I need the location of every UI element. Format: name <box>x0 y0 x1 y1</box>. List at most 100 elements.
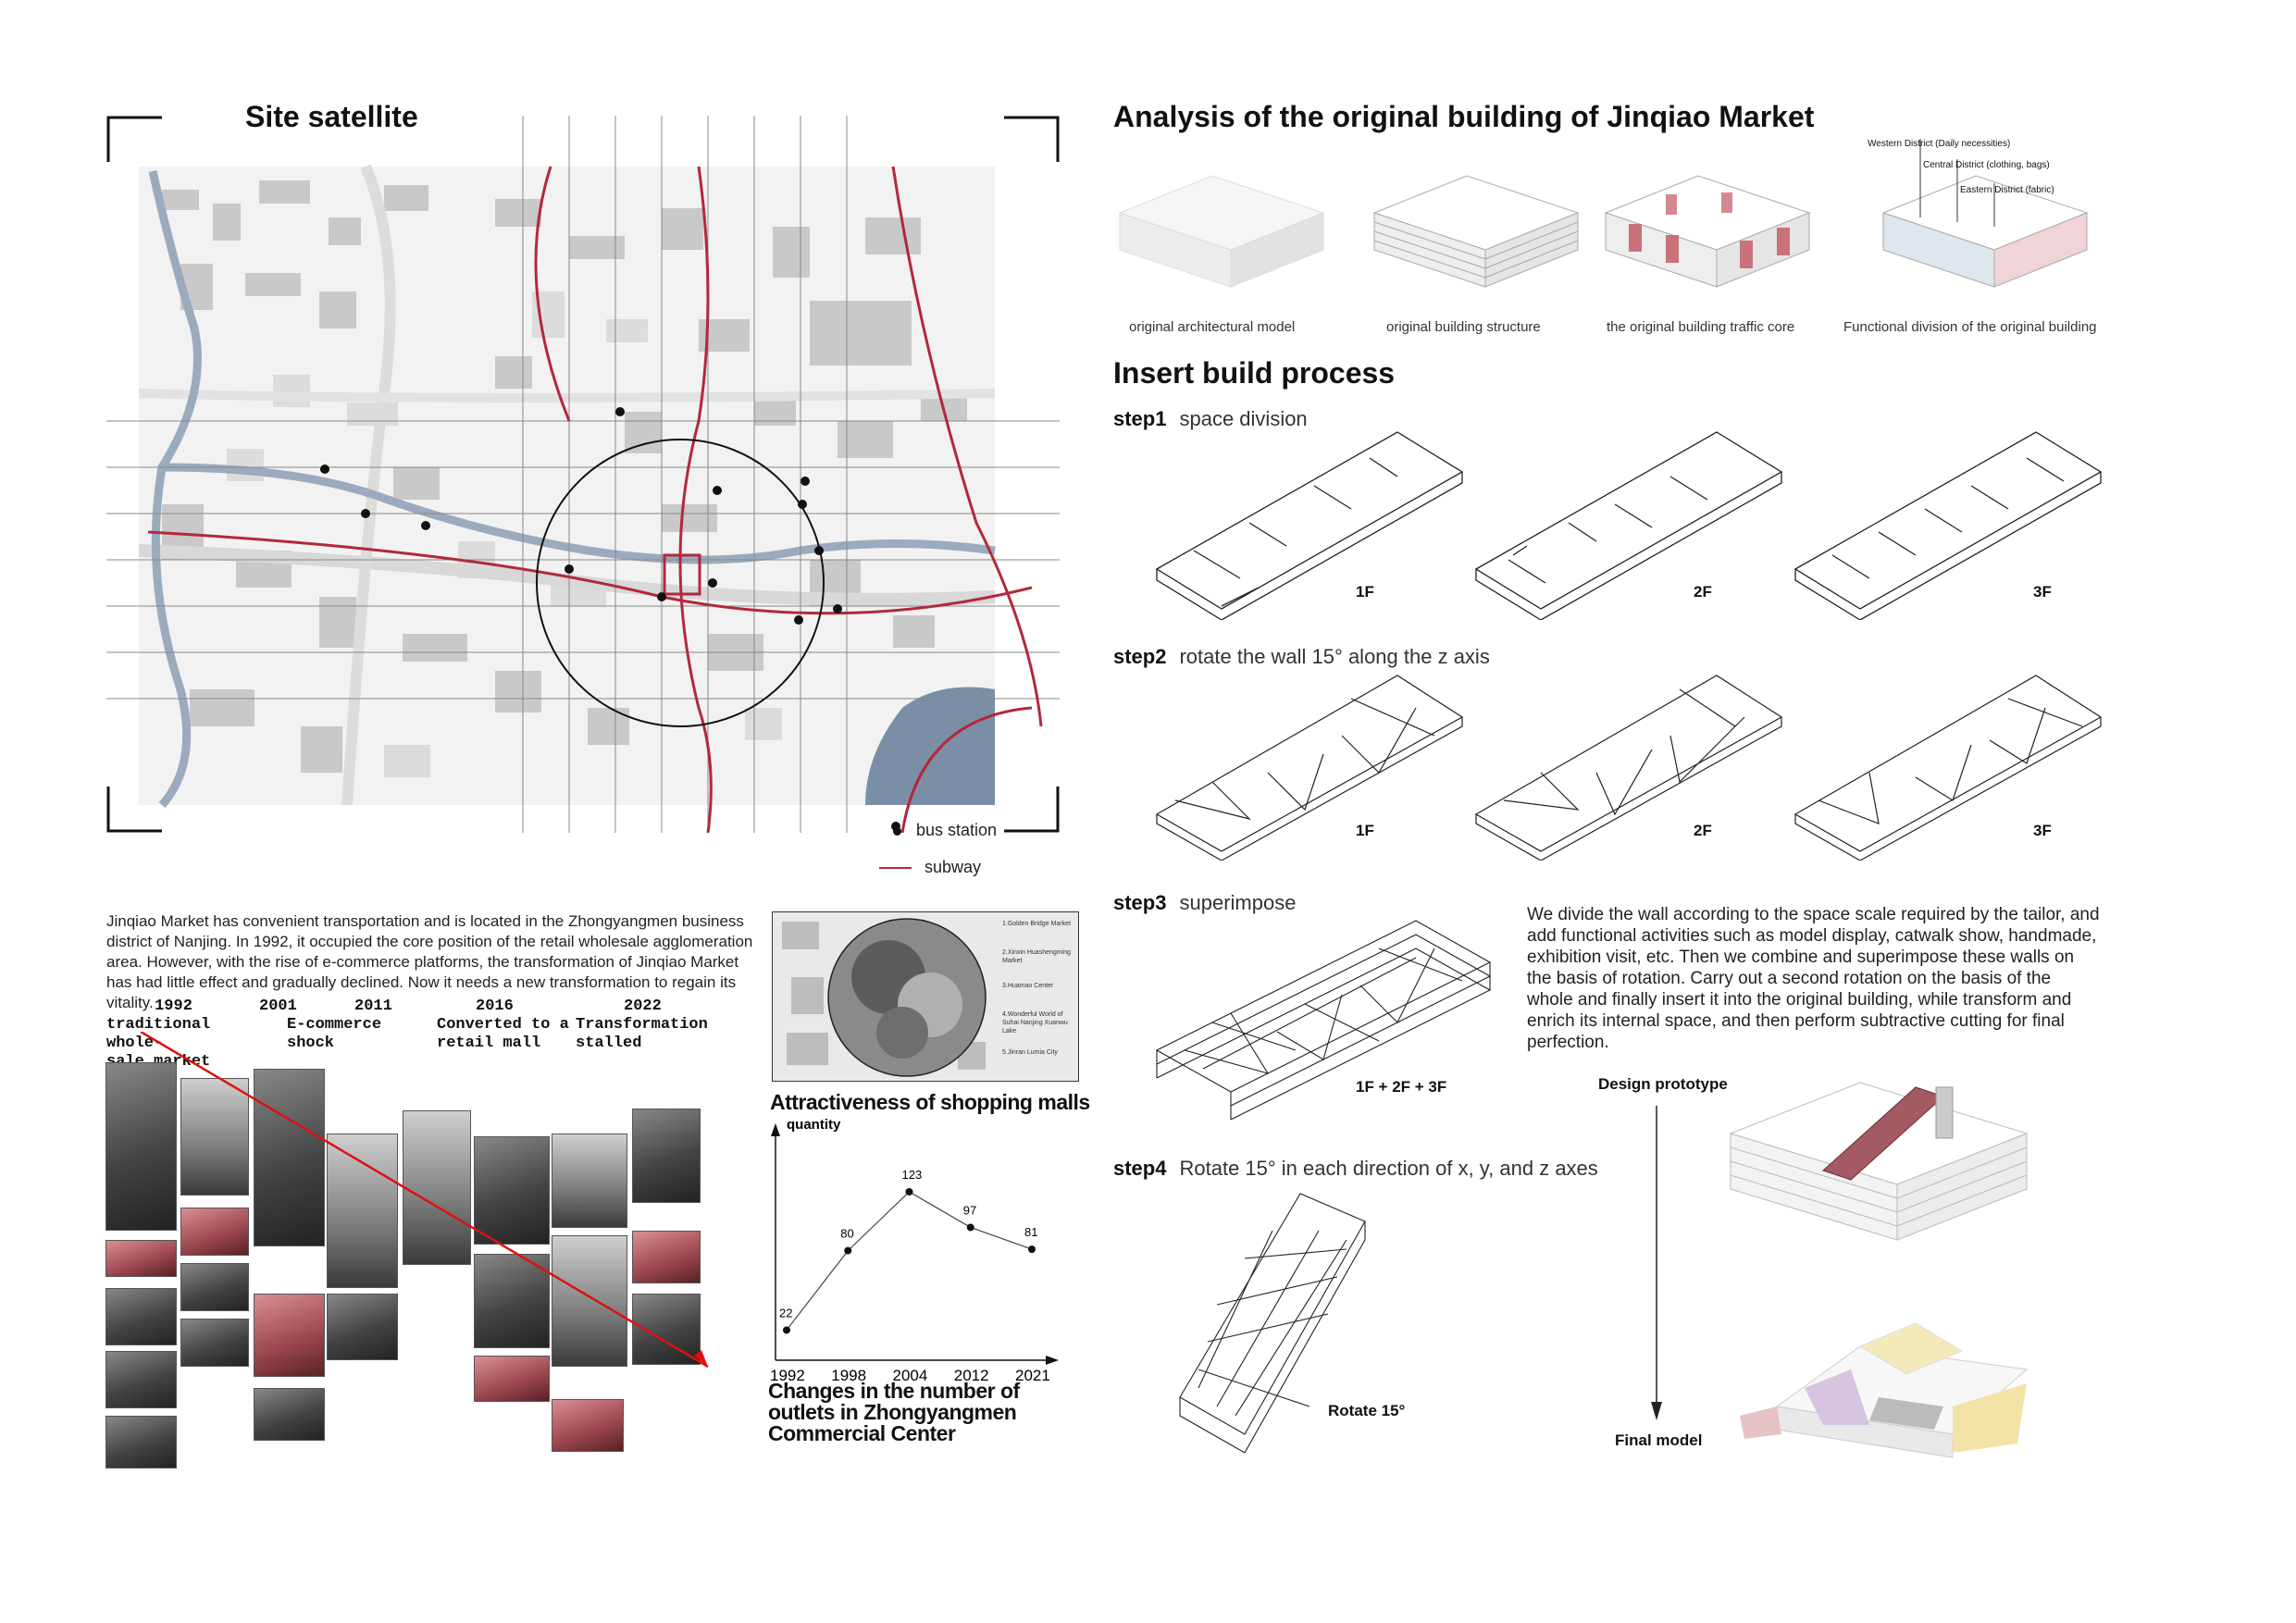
outlets-chart: quantity 22 1992 80 1998 123 2004 97 2012 81 2021 <box>759 1117 1064 1386</box>
data-label: 97 <box>963 1203 976 1217</box>
design-prototype-model <box>1729 1082 2029 1241</box>
chart-caption: Changes in the number of outlets in Zhon… <box>768 1379 1020 1445</box>
step2-2f <box>1474 675 1783 861</box>
timeline-1992: 1992 traditional whole- sale market <box>106 997 211 1071</box>
photo-9 <box>254 1388 325 1441</box>
timeline-2001: 2001 <box>259 997 297 1015</box>
step2-floor-2f: 2F <box>1694 822 1712 839</box>
data-point <box>1028 1245 1036 1254</box>
analysis-title: Analysis of the original building of Jin… <box>1113 100 1815 133</box>
photo-1992-market <box>105 1062 177 1231</box>
photo-7 <box>180 1319 249 1367</box>
photo-3 <box>105 1351 177 1408</box>
photo-4 <box>105 1416 177 1468</box>
legend-subway: subway <box>879 858 981 877</box>
data-label: 22 <box>779 1306 792 1319</box>
bus-dot-icon <box>893 826 901 836</box>
step1-2f <box>1474 431 1783 620</box>
attract-legend: 1.Golden Bridge Market 2.Xinxin Huasheng… <box>1002 921 1071 1056</box>
site-map <box>106 116 1060 834</box>
photo-10 <box>327 1134 398 1288</box>
analysis-models <box>1118 139 2089 288</box>
x-tick-label: 1998 <box>831 1367 866 1384</box>
district-label-west: Western District (Daily necessities) <box>1868 139 2011 149</box>
caption-function: Functional division of the original buil… <box>1843 319 2097 335</box>
x-tick-label: 2012 <box>954 1367 989 1384</box>
traffic-core-block <box>1604 175 1811 288</box>
timeline-arrow <box>140 1032 709 1369</box>
photo-red-6 <box>632 1231 701 1283</box>
structure-block <box>1372 175 1580 288</box>
photo-6 <box>180 1263 249 1311</box>
step4-rotate-label: Rotate 15° <box>1328 1402 1406 1419</box>
subway-line-icon <box>879 867 912 870</box>
photo-14 <box>474 1254 550 1348</box>
step3-superimposed <box>1155 920 1492 1121</box>
site-title: Site satellite <box>245 100 418 133</box>
final-model-render <box>1740 1322 2029 1458</box>
photo-2 <box>105 1288 177 1345</box>
series-line <box>786 1191 1033 1331</box>
step1-3f <box>1793 431 2103 620</box>
step2-floorplans <box>1155 675 2103 861</box>
step1-floor-3f: 3F <box>2033 583 2052 601</box>
timeline-2001-label: E-commerce shock <box>287 1016 382 1052</box>
caption-original-model: original architectural model <box>1129 319 1296 335</box>
step2-floor-1f: 1F <box>1356 822 1374 839</box>
design-prototype-label: Design prototype <box>1598 1075 1728 1093</box>
x-tick-label: 1992 <box>770 1367 805 1384</box>
process-title: Insert build process <box>1113 356 1396 390</box>
data-point <box>783 1326 790 1334</box>
x-tick-label: 2004 <box>893 1367 928 1384</box>
step2-floor-3f: 3F <box>2033 822 2052 839</box>
attractiveness-map: 1.Golden Bridge Market 2.Xinxin Huasheng… <box>772 911 1079 1082</box>
x-axis-arrow <box>1046 1356 1059 1365</box>
intro-text: Jinqiao Market has convenient transporta… <box>106 912 753 1011</box>
photo-8 <box>254 1069 325 1246</box>
photo-15 <box>552 1134 627 1228</box>
timeline-2022: 2022 Transformation stalled <box>576 997 708 1052</box>
photo-17 <box>632 1109 701 1203</box>
photo-16 <box>552 1235 627 1367</box>
step1-floor-1f: 1F <box>1356 583 1374 601</box>
attractiveness-title: Attractiveness of shopping malls <box>770 1090 1090 1114</box>
function-division-block <box>1881 139 2089 288</box>
outlets-chart-svg: quantity 22 1992 80 1998 123 2004 97 2012 81 2021 <box>770 1117 1059 1384</box>
legend-bus: bus station <box>893 821 997 840</box>
final-model-label: Final model <box>1615 1431 1703 1449</box>
photo-red-1 <box>105 1240 177 1277</box>
step1-1f <box>1155 431 1464 620</box>
district-label-central: Central District (clothing, bags) <box>1923 160 2050 170</box>
data-point <box>966 1223 974 1232</box>
photo-red-4 <box>474 1356 550 1402</box>
district-label-east: Eastern District (fabric) <box>1960 185 2054 195</box>
step2-1f <box>1155 675 1464 861</box>
photo-13 <box>474 1136 550 1245</box>
prototype-arrow <box>1651 1106 1662 1420</box>
site-frame <box>106 116 1060 834</box>
photo-11 <box>327 1294 398 1360</box>
caption-traffic-core: the original building traffic core <box>1607 319 1795 335</box>
step1-floorplans <box>1155 431 2103 620</box>
step3-combo-label: 1F + 2F + 3F <box>1356 1078 1447 1096</box>
data-label: 81 <box>1024 1225 1037 1239</box>
step4-rotated <box>1179 1193 1366 1454</box>
y-axis-arrow <box>771 1123 780 1136</box>
photo-red-2 <box>180 1208 249 1256</box>
y-axis-label: quantity <box>787 1118 841 1133</box>
data-point <box>905 1187 913 1196</box>
data-label: 123 <box>902 1168 923 1182</box>
photo-5 <box>180 1078 249 1196</box>
photo-red-5 <box>552 1399 624 1452</box>
data-label: 80 <box>840 1227 853 1241</box>
data-point <box>844 1246 852 1255</box>
timeline-2016: 2016 Converted to a retail mall <box>437 997 569 1052</box>
step1-floor-2f: 2F <box>1694 583 1712 601</box>
original-model-block <box>1118 175 1325 288</box>
process-description: We divide the wall according to the spac… <box>1527 905 2100 1052</box>
step2-3f <box>1793 675 2103 861</box>
x-tick-label: 2021 <box>1015 1367 1050 1384</box>
